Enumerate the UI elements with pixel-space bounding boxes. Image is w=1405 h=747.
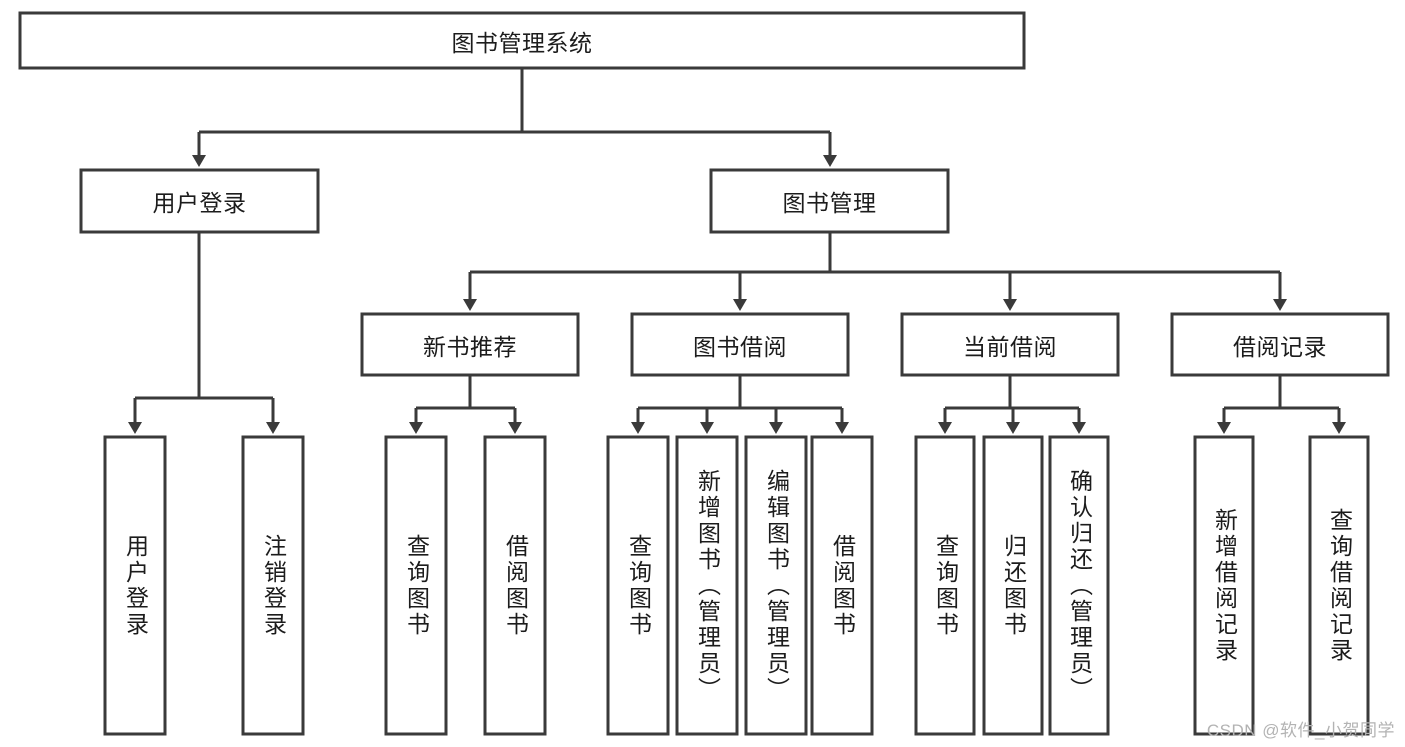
watermark-text: CSDN @软件_小贺同学 — [1206, 721, 1395, 740]
connectors-borrow-record-to-leaves — [1217, 375, 1346, 434]
connectors-root-to-level2 — [192, 68, 837, 167]
node-rect-root[interactable] — [18, 11, 1026, 70]
node-rect-leaf-borrow-book-new[interactable] — [483, 435, 547, 736]
node-rect-new-book-recommend[interactable] — [360, 312, 580, 377]
connectors-book-borrow-to-leaves — [631, 375, 849, 434]
node-rect-leaf-return-book[interactable] — [982, 435, 1044, 736]
node-rect-book-borrow[interactable] — [630, 312, 850, 377]
node-rectangles — [18, 11, 1390, 736]
node-rect-leaf-edit-book-admin[interactable] — [744, 435, 808, 736]
node-rect-leaf-borrow-book[interactable] — [810, 435, 874, 736]
node-rect-leaf-user-logout[interactable] — [241, 435, 305, 736]
node-rect-user-login[interactable] — [79, 168, 320, 234]
connectors-new-book-recommend-to-leaves — [409, 375, 522, 434]
node-rect-leaf-query-borrow-record[interactable] — [1308, 435, 1370, 736]
node-rect-book-management[interactable] — [709, 168, 950, 234]
node-rect-current-borrow[interactable] — [900, 312, 1120, 377]
node-rect-borrow-record[interactable] — [1170, 312, 1390, 377]
node-rect-leaf-confirm-return-admin[interactable] — [1048, 435, 1110, 736]
connectors-user-login-to-leaves — [128, 232, 280, 434]
node-rect-leaf-add-book-admin[interactable] — [675, 435, 739, 736]
node-rect-leaf-query-book-current[interactable] — [914, 435, 976, 736]
node-rect-leaf-query-book-borrow[interactable] — [606, 435, 670, 736]
connectors-book-management-to-level3 — [463, 232, 1287, 311]
node-rect-leaf-add-borrow-record[interactable] — [1193, 435, 1255, 736]
node-rect-leaf-query-book-new[interactable] — [384, 435, 448, 736]
node-rect-leaf-user-login[interactable] — [103, 435, 167, 736]
connectors-current-borrow-to-leaves — [938, 375, 1086, 434]
